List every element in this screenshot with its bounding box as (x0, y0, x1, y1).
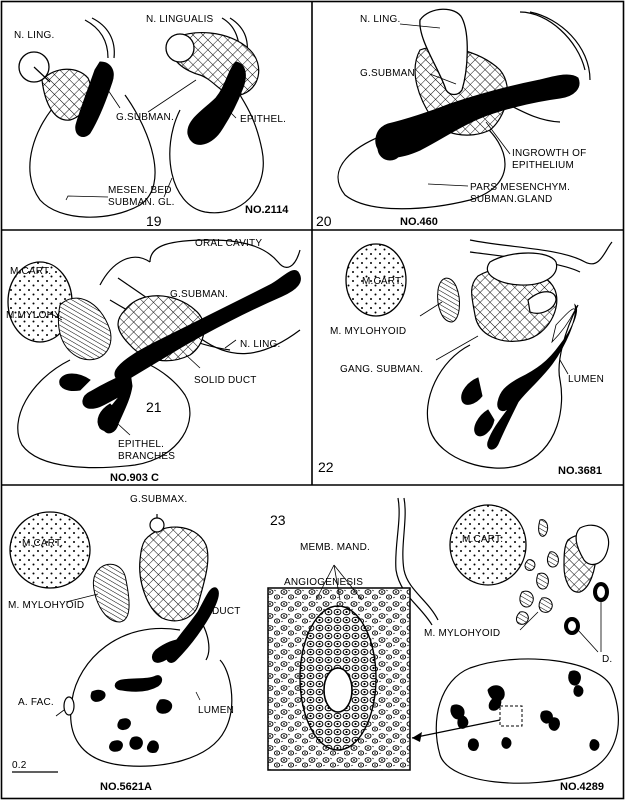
label-m-cart-23-right: M.CART. (462, 534, 503, 545)
figure-number-19: 19 (146, 213, 162, 229)
label-m-cart-23-left: M.CART. (22, 538, 63, 549)
label-epithel-branches-2: BRANCHES (118, 451, 175, 462)
figure-19 (18, 17, 264, 218)
figure-23 (9, 497, 619, 784)
label-angiogenesis: ANGIOGENESIS (284, 577, 363, 588)
label-n-ling-21: N. LING. (240, 339, 281, 350)
label-n-lingualis: N. LINGUALIS (146, 14, 214, 25)
label-n-ling-19: N. LING. (14, 30, 55, 41)
label-epithel-branches-1: EPITHEL. (118, 439, 164, 450)
label-a-fac: A. FAC. (18, 697, 54, 708)
label-oral-cavity: ORAL CAVITY (195, 238, 262, 249)
label-mesen-bed-1: MESEN. BED (108, 185, 172, 196)
specimen-no-460: NO.460 (400, 216, 438, 228)
label-duct: DUCT (212, 606, 241, 617)
label-g-submax: G.SUBMAX. (130, 494, 187, 505)
label-ingrowth-1: INGROWTH OF (512, 148, 586, 159)
label-g-subman-19: G.SUBMAN. (116, 112, 174, 123)
label-memb-mand: MEMB. MAND. (300, 542, 370, 553)
label-m-mylohyoid-22: M. MYLOHYOID (330, 326, 406, 337)
specimen-no-4289: NO.4289 (560, 781, 604, 793)
label-solid-duct: SOLID DUCT (194, 375, 257, 386)
figure-number-22: 22 (318, 459, 334, 475)
label-g-subman-21: G.SUBMAN. (170, 289, 228, 300)
figure-22 (345, 239, 613, 469)
label-epithel-19: EPITHEL. (240, 114, 286, 125)
label-m-mylohy: M.MYLOHY. (6, 310, 63, 321)
figure-20 (337, 8, 591, 210)
figure-number-23: 23 (270, 512, 286, 528)
label-m-cart-21: M.CART. (10, 266, 51, 277)
specimen-no-903c: NO.903 C (110, 472, 159, 484)
label-ingrowth-2: EPITHELIUM (512, 160, 574, 171)
figure-number-21: 21 (146, 399, 162, 415)
label-m-mylohyoid-23-left: M. MYLOHYOID (8, 600, 84, 611)
specimen-no-3681: NO.3681 (558, 465, 602, 477)
label-lumen-22: LUMEN (568, 374, 604, 385)
figure-21 (7, 239, 301, 469)
label-mesen-bed-2: SUBMAN. GL. (108, 197, 175, 208)
label-d: D. (602, 654, 612, 665)
label-g-subman-20: G.SUBMAN (360, 68, 415, 79)
label-n-ling-20: N. LING. (360, 14, 401, 25)
specimen-no-5621a: NO.5621A (100, 781, 152, 793)
figure-number-20: 20 (316, 213, 332, 229)
label-pars-1: PARS MESENCHYM. (470, 182, 570, 193)
specimen-no-2114: NO.2114 (245, 204, 289, 216)
label-gang-subman: GANG. SUBMAN. (340, 364, 423, 375)
label-lumen-23: LUMEN (198, 705, 234, 716)
label-scale: 0.2 (12, 760, 27, 771)
label-m-cart-22: M.CART. (362, 276, 403, 287)
label-m-mylohyoid-23-right: M. MYLOHYOID (424, 628, 500, 639)
label-pars-2: SUBMAN.GLAND (470, 194, 552, 205)
